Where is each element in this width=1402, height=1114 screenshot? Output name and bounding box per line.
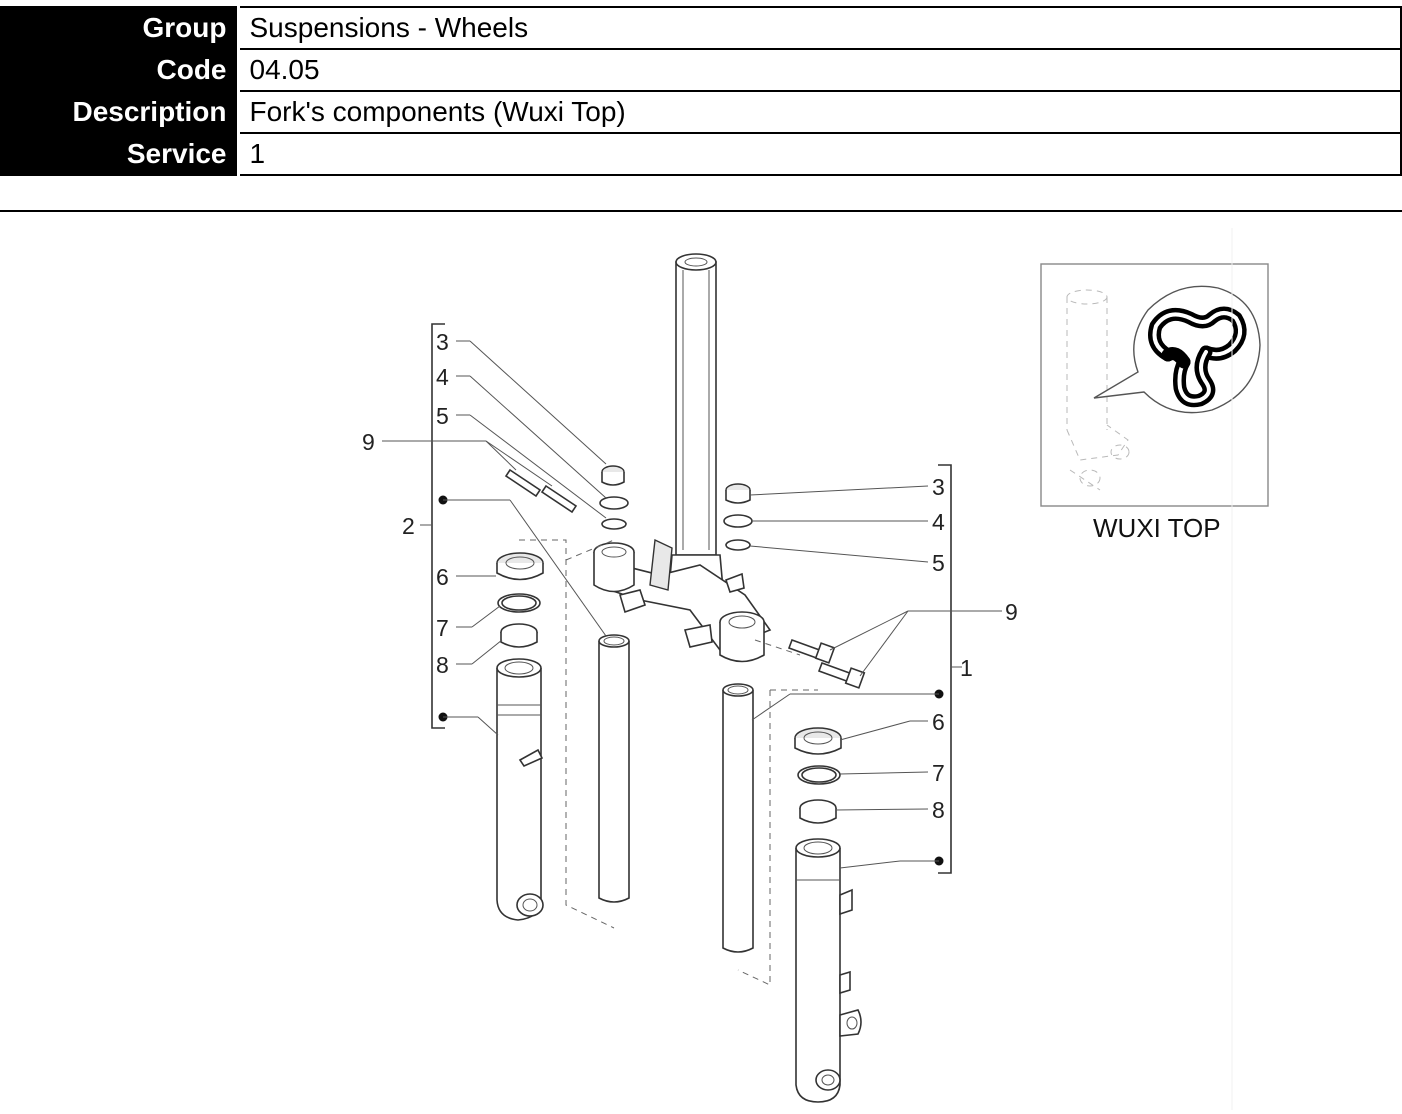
callout-9-right: 9 <box>1005 599 1018 625</box>
callout-3-left: 3 <box>436 329 449 355</box>
callout-5-left: 5 <box>436 403 449 429</box>
left-callout-group <box>382 323 607 736</box>
callout-9-left: 9 <box>362 429 375 455</box>
right-leg-seals <box>794 727 842 824</box>
section-divider <box>0 210 1402 212</box>
left-upper-seals <box>599 465 629 530</box>
steering-stem <box>667 253 725 601</box>
left-leg-seals <box>496 552 544 648</box>
wuxi-top-inset: WUXI TOP <box>1040 263 1269 543</box>
callout-1: 1 <box>960 655 973 681</box>
right-outer-leg <box>795 838 862 1103</box>
info-key: Code <box>0 48 238 92</box>
info-key: Group <box>0 6 238 50</box>
info-table: Group Suspensions - Wheels Code 04.05 De… <box>0 6 1402 176</box>
callout-4-left: 4 <box>436 364 449 390</box>
info-key: Service <box>0 132 238 176</box>
callout-numbers: 3 4 5 9 2 6 7 8 3 4 5 9 1 6 7 8 <box>362 329 1018 823</box>
callout-4-right: 4 <box>932 509 945 535</box>
info-row-group: Group Suspensions - Wheels <box>0 6 1402 50</box>
exploded-fork-diagram: 3 4 5 9 2 6 7 8 3 4 5 9 1 6 7 8 <box>362 228 1269 1110</box>
callout-8-left: 8 <box>436 652 449 678</box>
info-row-service: Service 1 <box>0 132 1402 176</box>
right-upper-seals <box>723 483 753 551</box>
callout-6-right: 6 <box>932 709 945 735</box>
callout-7-right: 7 <box>932 760 945 786</box>
left-inner-tube <box>598 634 630 903</box>
info-row-code: Code 04.05 <box>0 48 1402 92</box>
callout-6-left: 6 <box>436 564 449 590</box>
right-bolts <box>787 638 866 689</box>
callout-2: 2 <box>402 513 415 539</box>
info-row-description: Description Fork's components (Wuxi Top) <box>0 90 1402 134</box>
left-outer-leg <box>496 658 544 921</box>
left-bolts <box>504 468 578 514</box>
info-value: Fork's components (Wuxi Top) <box>236 90 1402 134</box>
inset-label: WUXI TOP <box>1093 513 1221 543</box>
info-key: Description <box>0 90 238 134</box>
info-value: 1 <box>236 132 1402 176</box>
callout-5-right: 5 <box>932 550 945 576</box>
right-inner-tube <box>722 683 754 953</box>
callout-3-right: 3 <box>932 474 945 500</box>
info-value: 04.05 <box>236 48 1402 92</box>
callout-8-right: 8 <box>932 797 945 823</box>
assembly-guides <box>519 539 818 986</box>
callout-7-left: 7 <box>436 615 449 641</box>
info-value: Suspensions - Wheels <box>236 6 1402 50</box>
fork-yoke <box>593 538 772 663</box>
right-callout-group <box>749 464 1002 874</box>
